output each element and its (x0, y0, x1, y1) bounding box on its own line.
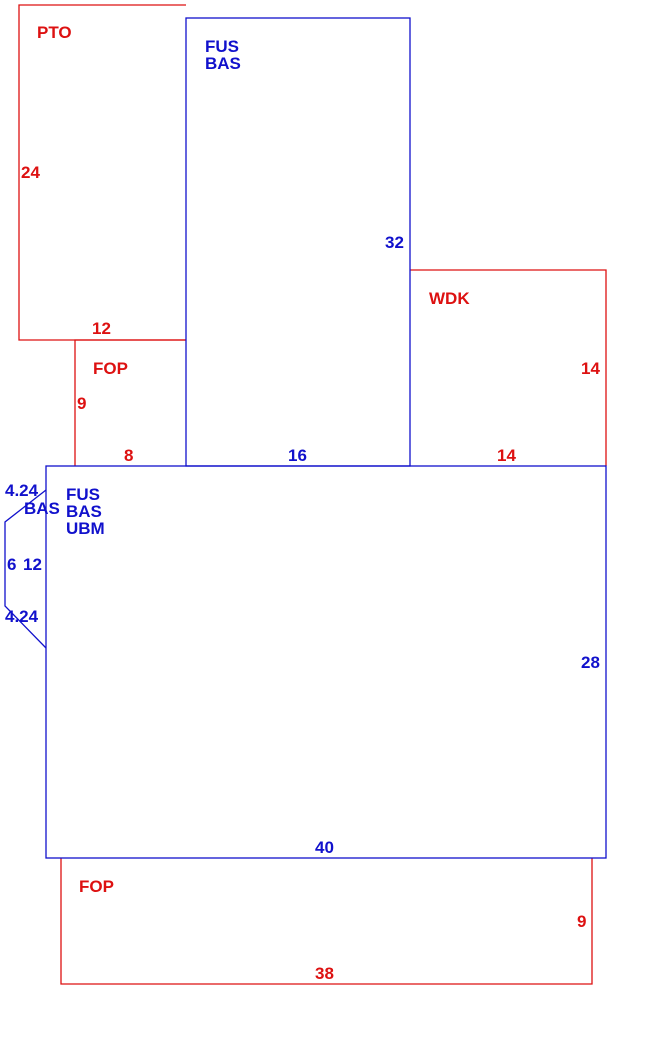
fop-bottom-code: FOP (79, 877, 114, 896)
blue-labels: FUS BAS 32 16 FUS BAS UBM 28 40 4.24 BAS… (5, 37, 600, 857)
wdk-dim-side: 14 (581, 359, 600, 378)
bay-dim-width: 12 (23, 555, 42, 574)
fus-upper-code-2: BAS (205, 54, 241, 73)
pto-outline (18, 4, 186, 341)
bay-dim-side: 6 (7, 555, 16, 574)
bay-code: BAS (24, 499, 60, 518)
main-dim-bottom: 40 (315, 838, 334, 857)
main-code-2: BAS (66, 502, 102, 521)
main-code-3: UBM (66, 519, 105, 538)
fop-bottom-dim-side: 9 (577, 912, 586, 931)
main-dim-side: 28 (581, 653, 600, 672)
fop-bottom-dim-bottom: 38 (315, 964, 334, 983)
bay-dim-bottom: 4.24 (5, 607, 39, 626)
pto-dim-side: 24 (21, 163, 40, 182)
fus-upper-outline (185, 17, 411, 467)
wdk-outline (410, 269, 607, 466)
fus-upper-dim-bottom: 16 (288, 446, 307, 465)
red-labels: PTO 24 12 FOP 9 8 WDK 14 14 FOP 9 38 (21, 23, 600, 983)
wdk-dim-bottom: 14 (497, 446, 516, 465)
bay-dim-top: 4.24 (5, 481, 39, 500)
pto-code: PTO (37, 23, 72, 42)
fop-small-code: FOP (93, 359, 128, 378)
fus-upper-code-1: FUS (205, 37, 239, 56)
fop-small-outline (74, 339, 186, 466)
bay-outline (4, 489, 47, 649)
red-outlines (18, 4, 607, 985)
main-outline (45, 465, 607, 859)
blue-outlines (4, 17, 607, 859)
fus-upper-dim-side: 32 (385, 233, 404, 252)
fop-bottom-outline (60, 858, 593, 985)
wdk-code: WDK (429, 289, 470, 308)
main-code-1: FUS (66, 485, 100, 504)
fop-small-dim-bottom: 8 (124, 446, 133, 465)
pto-dim-bottom: 12 (92, 319, 111, 338)
fop-small-dim-side: 9 (77, 394, 86, 413)
